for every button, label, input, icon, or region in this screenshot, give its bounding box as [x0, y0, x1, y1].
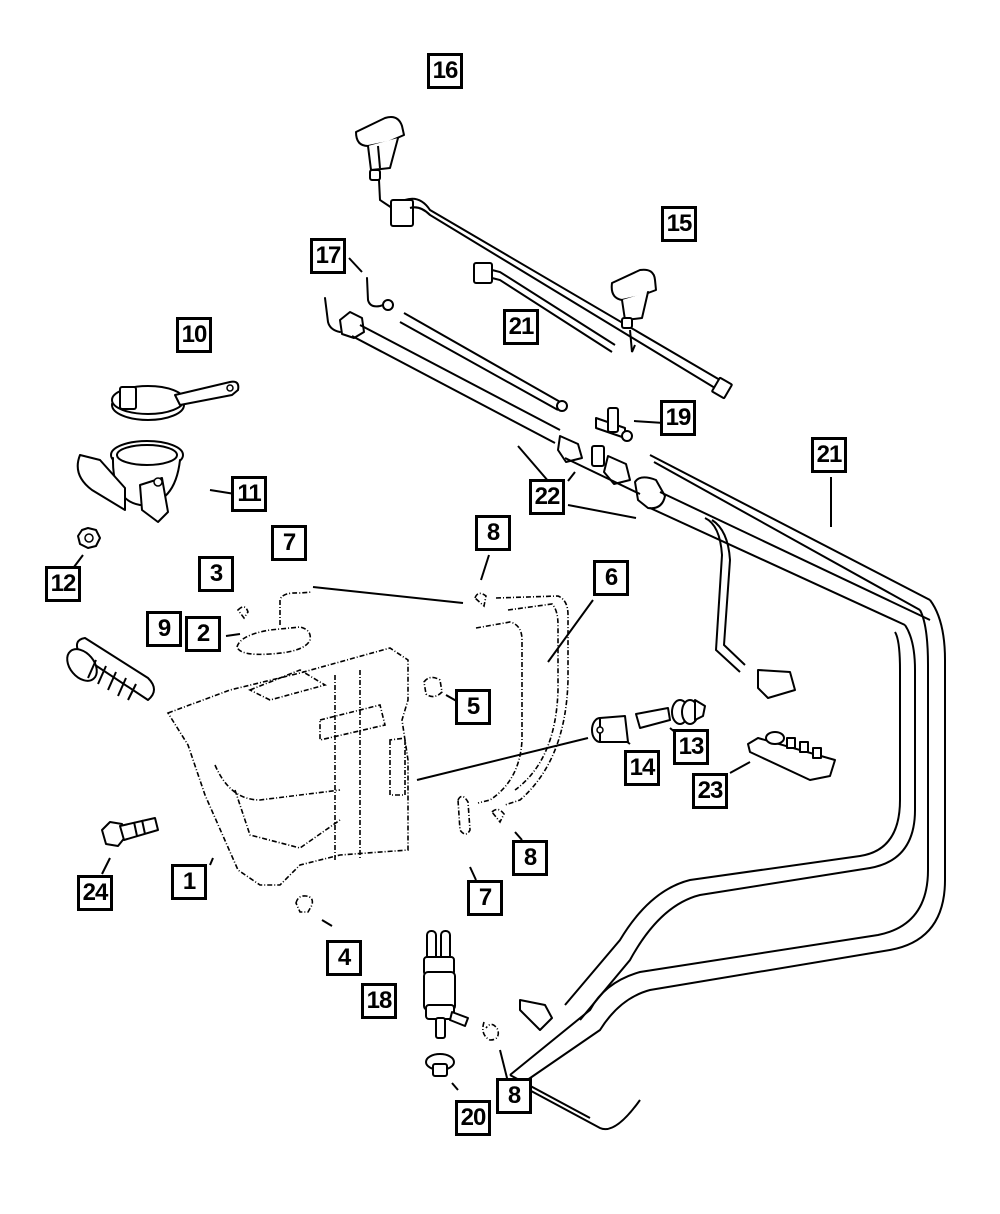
level-sensor: [635, 699, 706, 729]
grommet-4: [295, 895, 314, 913]
washer-pump: [423, 930, 469, 1039]
callout-8-mid[interactable]: 8: [512, 840, 548, 876]
callout-13[interactable]: 13: [673, 729, 709, 765]
callout-15[interactable]: 15: [661, 206, 697, 242]
filler-neck: [76, 440, 184, 523]
washer-nozzle-right: [473, 262, 657, 353]
callout-21-hose[interactable]: 21: [811, 437, 847, 473]
callout-17[interactable]: 17: [310, 238, 346, 274]
callout-4[interactable]: 4: [326, 940, 362, 976]
washer-nozzle-left: [355, 116, 733, 400]
clamp-bottom: [482, 1021, 500, 1041]
callout-16[interactable]: 16: [427, 53, 463, 89]
callout-8-top[interactable]: 8: [475, 515, 511, 551]
callout-3[interactable]: 3: [198, 556, 234, 592]
callout-6[interactable]: 6: [593, 560, 629, 596]
callout-8-bottom[interactable]: 8: [496, 1078, 532, 1114]
callout-24[interactable]: 24: [77, 875, 113, 911]
callout-14[interactable]: 14: [624, 750, 660, 786]
cover-plate-parts: [236, 591, 313, 656]
callout-2[interactable]: 2: [185, 616, 221, 652]
callout-1[interactable]: 1: [171, 864, 207, 900]
callout-7-bottom[interactable]: 7: [467, 880, 503, 916]
callout-18[interactable]: 18: [361, 983, 397, 1019]
corrugated-hose: [66, 637, 155, 701]
filler-cap: [111, 380, 240, 421]
callout-21-harness[interactable]: 21: [503, 309, 539, 345]
callout-20[interactable]: 20: [455, 1100, 491, 1136]
callout-5[interactable]: 5: [455, 689, 491, 725]
connector-assembly: [557, 407, 931, 626]
pump-grommet: [425, 1053, 455, 1077]
sensor-grommet: [591, 715, 629, 743]
hose-assembly: [457, 592, 569, 835]
callout-19[interactable]: 19: [660, 400, 696, 436]
callout-10[interactable]: 10: [176, 317, 212, 353]
callout-23[interactable]: 23: [692, 773, 728, 809]
callout-12[interactable]: 12: [45, 566, 81, 602]
nut: [77, 527, 101, 549]
callout-22[interactable]: 22: [529, 479, 565, 515]
pump-harness: [704, 517, 796, 699]
control-module: [747, 731, 836, 781]
callout-7-top[interactable]: 7: [271, 525, 307, 561]
hose-17: [324, 277, 568, 444]
bolt: [101, 817, 159, 847]
washer-hose-long: [509, 599, 946, 1131]
callout-9[interactable]: 9: [146, 611, 182, 647]
callout-11[interactable]: 11: [231, 476, 267, 512]
washer-reservoir: [166, 647, 443, 886]
